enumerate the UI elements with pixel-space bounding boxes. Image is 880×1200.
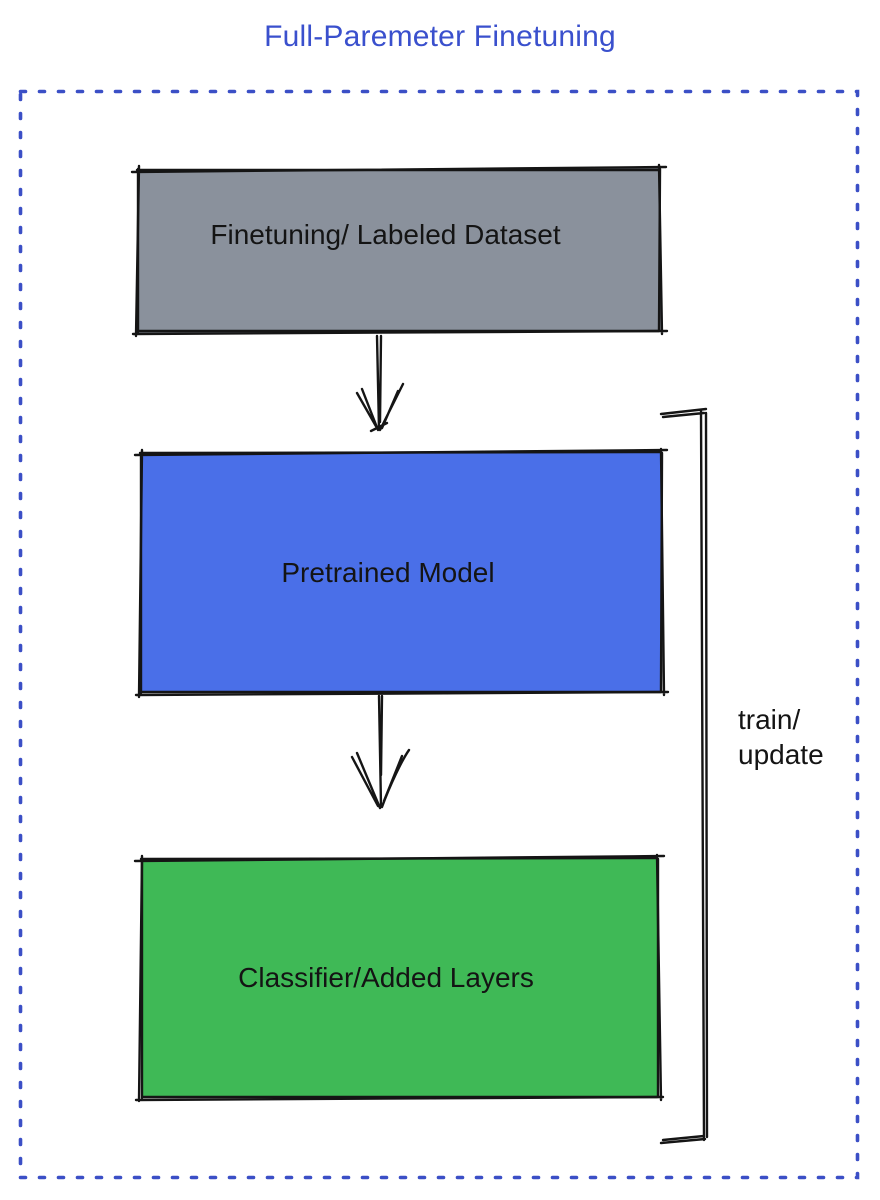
ink-strokes — [130, 163, 709, 1145]
train-update-bracket — [659, 407, 709, 1145]
arrow-pretrained-to-classifier — [350, 694, 411, 810]
dotted-frame — [18, 89, 860, 1180]
arrow-dataset-to-pretrained — [355, 334, 405, 433]
pretrained-box — [141, 452, 662, 693]
train-update-label: train/ update — [738, 704, 824, 770]
page-title: Full-Paremeter Finetuning — [264, 20, 616, 53]
classifier-box — [141, 858, 659, 1098]
dataset-box — [138, 168, 661, 333]
